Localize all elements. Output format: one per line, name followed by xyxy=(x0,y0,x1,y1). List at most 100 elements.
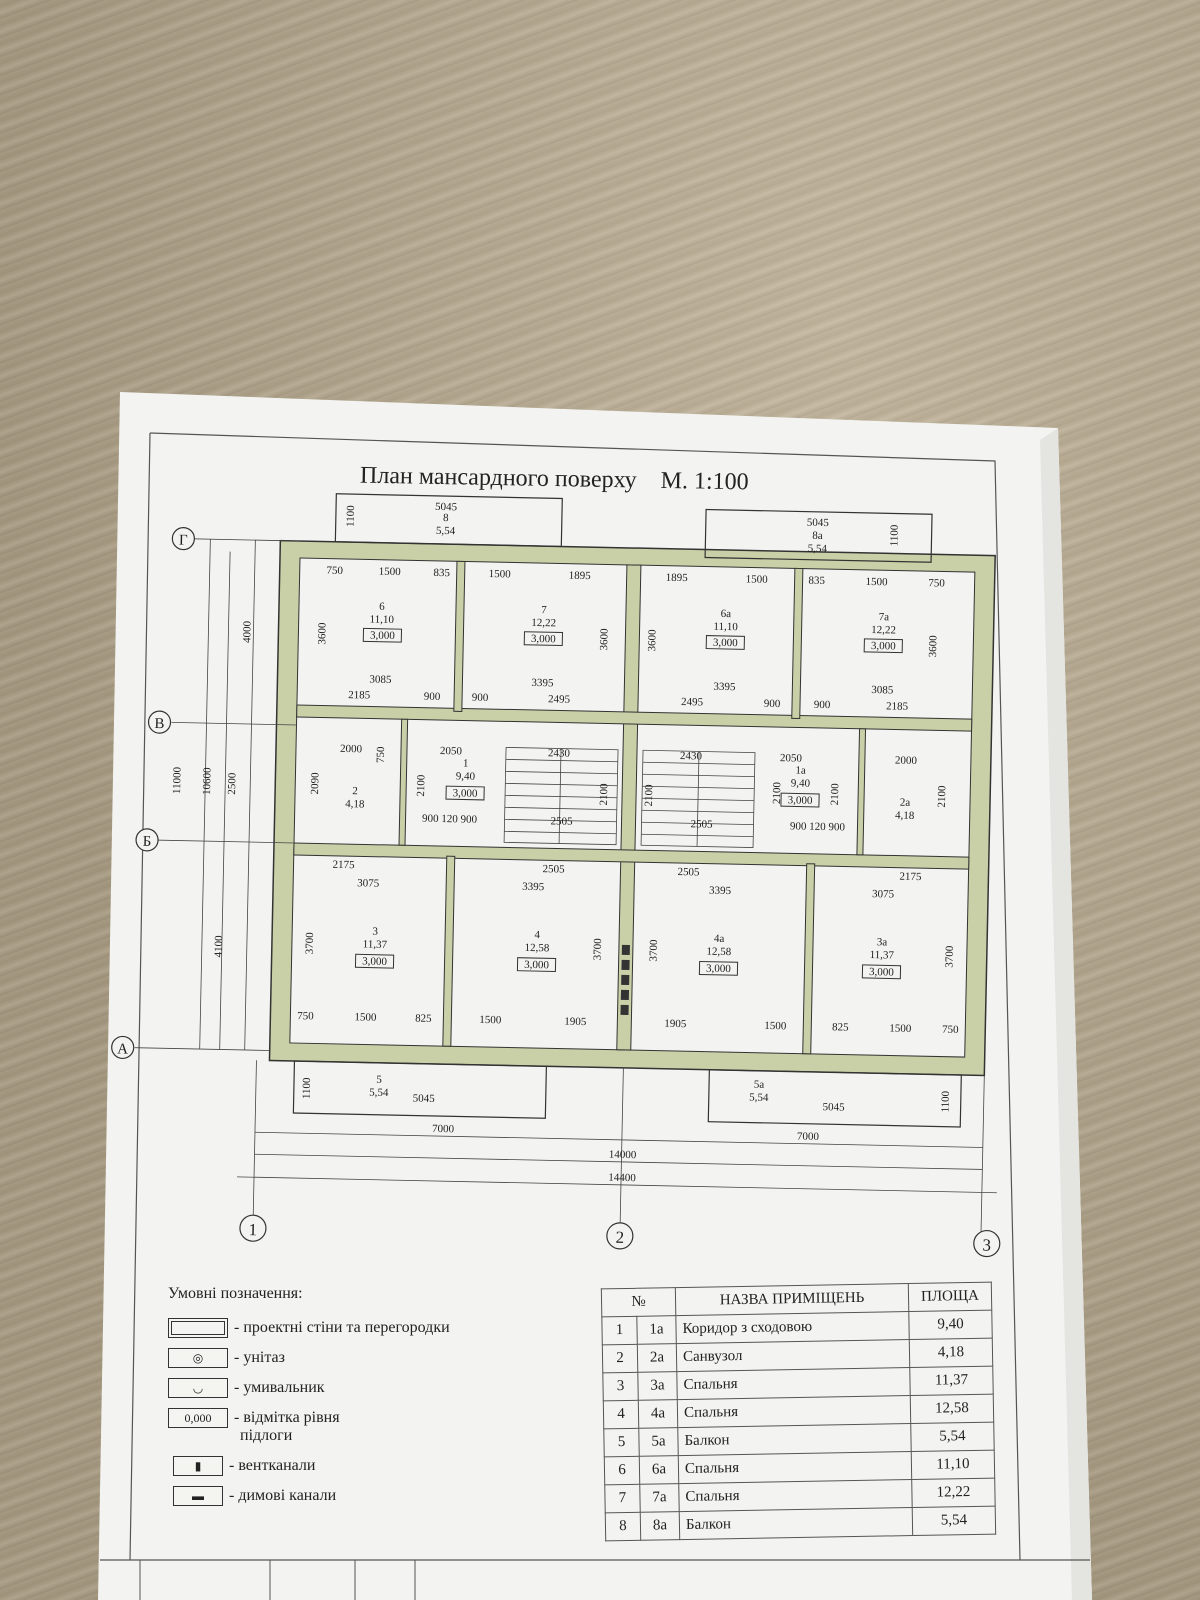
svg-text:5045: 5045 xyxy=(822,1101,845,1113)
svg-text:6a: 6a xyxy=(721,608,732,620)
balcony-5a xyxy=(707,1069,962,1128)
svg-text:3,000: 3,000 xyxy=(524,959,549,972)
drawing-frame xyxy=(149,432,1021,1561)
svg-text:1a: 1a xyxy=(795,764,806,776)
svg-text:11,10: 11,10 xyxy=(713,621,738,634)
header-number: № xyxy=(601,1287,676,1317)
header-name: НАЗВА ПРИМІЩЕНЬ xyxy=(675,1283,909,1316)
svg-text:900: 900 xyxy=(814,699,831,711)
svg-text:8a: 8a xyxy=(812,530,823,542)
vent-ducts xyxy=(620,944,630,1016)
svg-text:3395: 3395 xyxy=(713,681,736,693)
wall-line-icon xyxy=(168,1318,228,1338)
svg-text:3395: 3395 xyxy=(709,885,732,897)
room-4: 412,583,000 xyxy=(516,929,557,972)
svg-text:1500: 1500 xyxy=(379,566,402,578)
legend-label-continuation: підлоги xyxy=(240,1427,293,1444)
svg-text:3,000: 3,000 xyxy=(531,633,556,646)
room-1a: 1a9,403,000 xyxy=(780,764,820,808)
balcony-5 xyxy=(292,1060,548,1119)
svg-text:900 120 900: 900 120 900 xyxy=(422,813,478,826)
svg-text:12,22: 12,22 xyxy=(531,617,556,630)
svg-text:2050: 2050 xyxy=(780,752,803,764)
svg-text:2505: 2505 xyxy=(550,815,573,827)
svg-text:825: 825 xyxy=(832,1021,849,1033)
staircase-left xyxy=(503,746,619,846)
lower-cross-wall xyxy=(293,842,970,870)
staircase-right xyxy=(640,749,756,848)
svg-text:2000: 2000 xyxy=(895,755,918,767)
svg-text:5,54: 5,54 xyxy=(436,525,456,537)
svg-text:2a: 2a xyxy=(900,797,911,809)
svg-text:2495: 2495 xyxy=(681,696,704,708)
svg-text:4100: 4100 xyxy=(213,935,225,958)
svg-text:3085: 3085 xyxy=(369,674,392,686)
svg-text:3075: 3075 xyxy=(872,888,895,900)
svg-text:2500: 2500 xyxy=(226,772,238,795)
header-area: ПЛОЩА xyxy=(908,1282,992,1312)
svg-text:8: 8 xyxy=(443,512,449,524)
svg-text:3600: 3600 xyxy=(316,622,328,645)
svg-text:1500: 1500 xyxy=(889,1022,912,1034)
room-6: 611,103,000 xyxy=(362,601,403,643)
svg-text:900: 900 xyxy=(764,698,781,710)
svg-text:1100: 1100 xyxy=(301,1077,313,1099)
legend-label: - проектні стіни та перегородки xyxy=(234,1319,450,1336)
svg-text:12,58: 12,58 xyxy=(524,942,549,955)
legend-label: - вентканали xyxy=(229,1457,316,1474)
axis-label-2: 2 xyxy=(615,1228,624,1247)
legend-label: - відмітка рівня xyxy=(234,1409,340,1426)
room-5: 55,54 xyxy=(369,1074,389,1099)
svg-text:5045: 5045 xyxy=(435,501,458,513)
legend-item-level: 0,000 - відмітка рівня xyxy=(168,1403,548,1433)
svg-text:11,10: 11,10 xyxy=(369,614,394,627)
svg-text:2050: 2050 xyxy=(440,745,463,757)
svg-text:5045: 5045 xyxy=(413,1093,436,1105)
vent-duct-icon: ▮ xyxy=(173,1456,223,1476)
svg-text:3700: 3700 xyxy=(648,939,660,962)
room-8: 85,54 xyxy=(436,512,456,537)
svg-text:1895: 1895 xyxy=(569,570,592,582)
paper-edge-shadow xyxy=(1040,428,1092,1600)
balcony-8a xyxy=(704,508,933,563)
axis-label-v: В xyxy=(154,716,164,732)
svg-text:4000: 4000 xyxy=(241,620,253,643)
svg-text:12,22: 12,22 xyxy=(871,624,896,637)
svg-text:835: 835 xyxy=(433,567,450,579)
drawing-frame-left xyxy=(129,432,151,1561)
svg-text:3a: 3a xyxy=(877,936,888,948)
svg-text:3600: 3600 xyxy=(646,629,658,652)
legend-item-toilet: ◎ - унітаз xyxy=(168,1343,548,1373)
smoke-duct-icon: ▬ xyxy=(173,1486,223,1506)
svg-text:3,000: 3,000 xyxy=(871,640,896,653)
upper-cross-wall xyxy=(296,704,973,732)
svg-text:1100: 1100 xyxy=(888,524,900,546)
svg-text:2100: 2100 xyxy=(936,785,948,808)
svg-text:11,37: 11,37 xyxy=(870,949,895,962)
svg-text:1905: 1905 xyxy=(564,1016,587,1028)
room-5a: 5a5,54 xyxy=(749,1079,769,1104)
svg-text:6: 6 xyxy=(379,601,385,613)
legend-label: - димові канали xyxy=(229,1487,337,1504)
svg-text:3,000: 3,000 xyxy=(362,955,387,968)
svg-text:9,40: 9,40 xyxy=(456,770,476,782)
svg-text:11000: 11000 xyxy=(171,766,184,794)
svg-text:1500: 1500 xyxy=(746,573,769,585)
svg-text:3700: 3700 xyxy=(944,945,956,968)
svg-text:7000: 7000 xyxy=(797,1131,820,1143)
svg-text:14000: 14000 xyxy=(609,1149,637,1162)
svg-text:1100: 1100 xyxy=(940,1090,952,1112)
svg-text:3700: 3700 xyxy=(304,932,316,955)
svg-text:1: 1 xyxy=(463,757,469,769)
axis-label-1: 1 xyxy=(248,1220,257,1239)
svg-text:4,18: 4,18 xyxy=(895,810,915,822)
svg-text:2090: 2090 xyxy=(309,772,321,795)
party-wall xyxy=(616,564,642,1051)
room-1: 19,403,000 xyxy=(445,757,485,801)
svg-text:2100: 2100 xyxy=(771,781,783,804)
svg-text:2: 2 xyxy=(352,785,358,797)
